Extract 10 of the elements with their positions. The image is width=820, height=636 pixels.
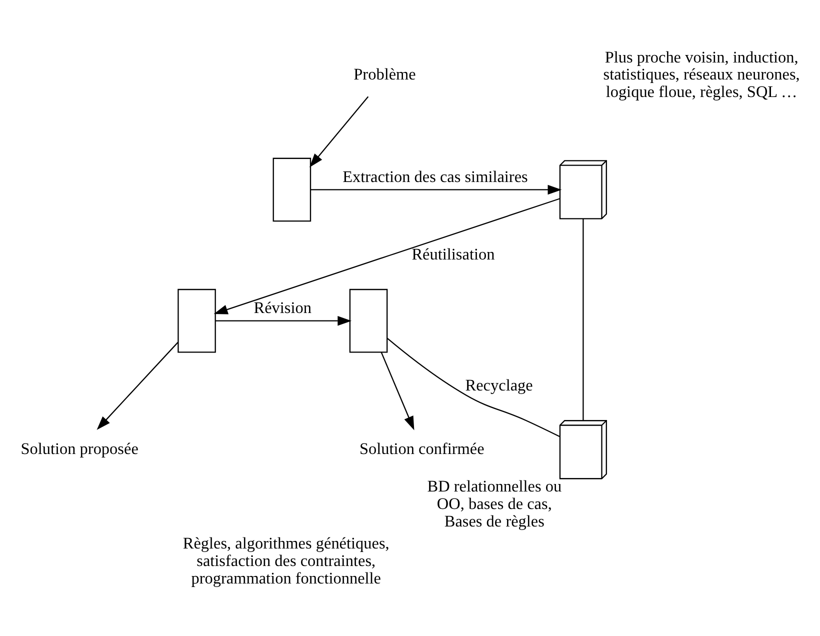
node-text: Solution proposée <box>20 439 138 458</box>
edge-label: Révision <box>254 298 312 316</box>
node-text: Problème <box>354 65 416 84</box>
node-text: Solution confirmée <box>359 439 484 458</box>
node-label: BD relationnelles ou OO, bases de cas, Bases de règles <box>427 477 562 530</box>
edge-label: Recyclage <box>465 376 533 394</box>
edge-label: Extraction des cas similaires <box>342 167 528 186</box>
label: Règles, algorithmes génétiques, satisfaction des contraintes, programmation fonctionnelle <box>182 534 390 587</box>
label: Plus proche voisin, induction, statistiques, réseaux neurones, logique floue, règles, SQL … <box>603 48 800 101</box>
edge-label: Réutilisation <box>412 245 495 264</box>
